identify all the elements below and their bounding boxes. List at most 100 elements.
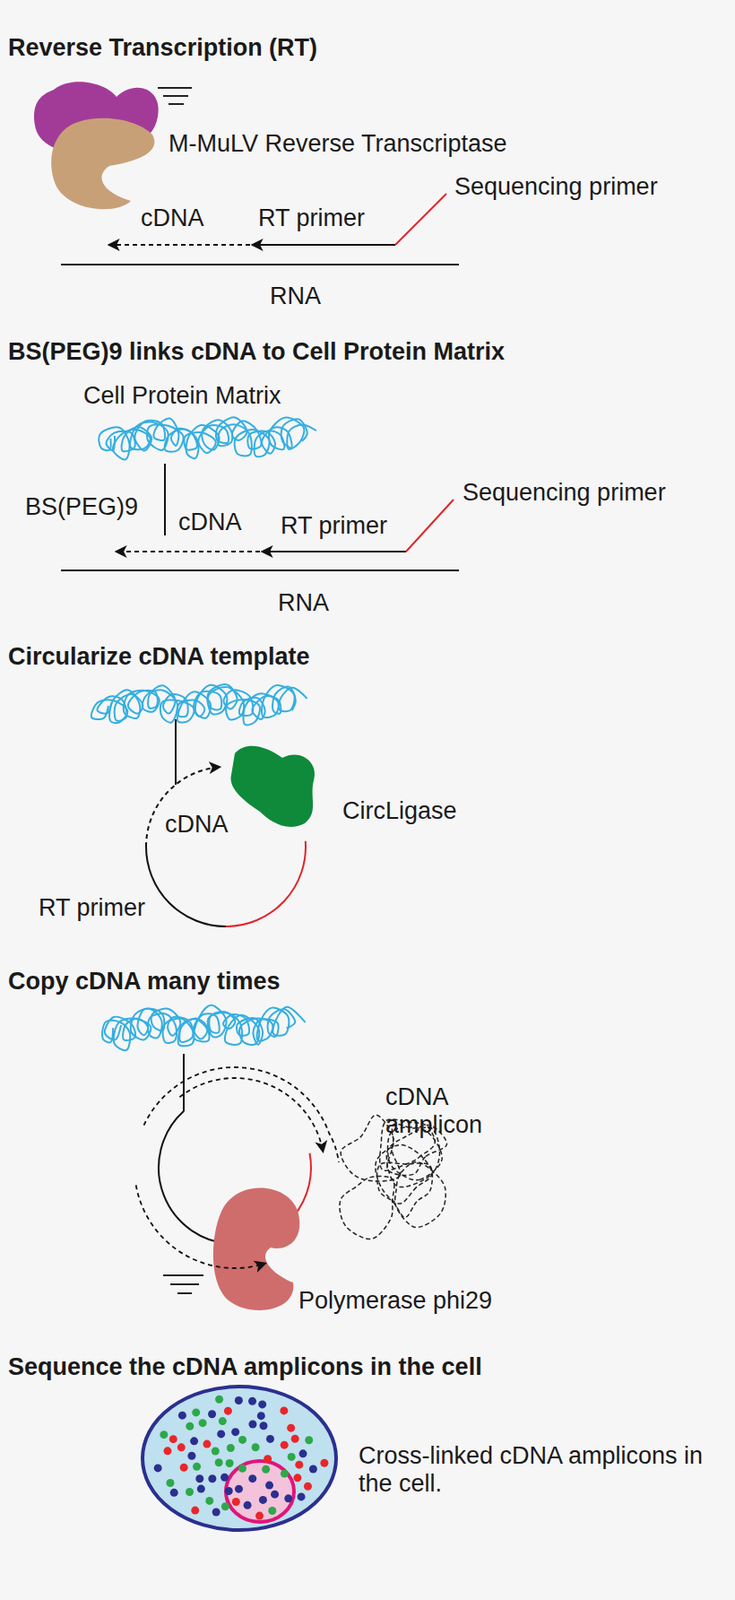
motion-line — [163, 95, 189, 97]
protein-matrix — [96, 683, 295, 721]
amplicon-dot — [197, 1484, 206, 1493]
amplicon-dot — [190, 1435, 199, 1445]
amplicon-dot — [170, 1487, 179, 1496]
amplicon-label: cDNA amplicon — [385, 1082, 520, 1139]
section-heading: Circularize cDNA template — [8, 642, 311, 671]
amplicon-dot — [304, 1435, 313, 1444]
amplicon-dot — [251, 1442, 260, 1451]
amplicon-dot — [238, 1435, 247, 1444]
amplicon-dot — [284, 1493, 293, 1502]
amplicon-dot — [231, 1426, 240, 1436]
rt-primer — [251, 243, 396, 246]
section-heading: BS(PEG)9 links cDNA to Cell Protein Matr… — [8, 337, 505, 366]
amplicon-dot — [211, 1445, 220, 1454]
amplicon-dot — [266, 1434, 275, 1443]
amplicon-dot — [257, 1410, 266, 1419]
motion-line — [163, 1273, 204, 1276]
polymerase-enzyme — [213, 1186, 300, 1309]
amplicon-dot — [224, 1486, 234, 1495]
amplicon-dot — [191, 1407, 200, 1416]
amplicon-dot — [259, 1495, 268, 1504]
cdna-amplicon — [377, 1161, 433, 1217]
amplicon-dot — [238, 1463, 247, 1472]
amplicon-dot — [299, 1448, 308, 1457]
amplicon-dot — [224, 1406, 233, 1415]
amplicon-dot — [207, 1409, 217, 1418]
amplicon-dot — [215, 1457, 224, 1466]
protein-matrix — [98, 417, 317, 460]
amplicon-dot — [280, 1469, 289, 1478]
amplicon-strand — [179, 1077, 323, 1152]
amplicon-dot — [293, 1472, 302, 1481]
amplicon-dot — [270, 1489, 279, 1498]
amplicon-dot — [163, 1445, 172, 1454]
strand-label: RNA — [269, 282, 321, 311]
amplicon-dot — [212, 1507, 221, 1516]
amplicon-dot — [180, 1462, 189, 1471]
rna-strand — [60, 569, 459, 571]
amplicon-dot — [294, 1460, 303, 1469]
amplicon-dot — [279, 1405, 288, 1414]
motion-line — [177, 1291, 192, 1294]
amplicon-dot — [309, 1464, 318, 1473]
sequencing-primer — [395, 193, 447, 245]
amplicon-dot — [205, 1495, 214, 1505]
amplicon-dot — [177, 1442, 186, 1451]
enzyme-label: M-MuLV Reverse Transcriptase — [168, 129, 508, 158]
amplicon-dot — [234, 1484, 243, 1493]
amplicon-dot — [159, 1429, 168, 1438]
primer-label: Sequencing primer — [454, 172, 658, 201]
cell-nucleus — [225, 1460, 294, 1522]
sequencing-primer — [225, 840, 306, 926]
strand-label: cDNA — [164, 810, 229, 839]
rna-strand — [60, 263, 459, 266]
amplicon-dot — [216, 1428, 225, 1437]
amplicon-dot — [234, 1395, 243, 1404]
amplicon-dot — [248, 1418, 257, 1427]
amplicon-dot — [220, 1472, 229, 1481]
rt-primer — [261, 550, 407, 553]
protein-matrix — [102, 1004, 306, 1050]
sequencing-primer — [406, 499, 454, 552]
amplicon-dot — [286, 1423, 295, 1432]
section-heading: Reverse Transcription (RT) — [8, 34, 318, 62]
amplicon-dot — [202, 1439, 211, 1448]
cdna-amplicon — [339, 1175, 395, 1238]
motion-line — [168, 103, 184, 105]
amplicon-dot — [259, 1420, 268, 1429]
amplicon-dot — [303, 1481, 312, 1490]
amplicon-dot — [215, 1394, 224, 1403]
protein-matrix — [105, 416, 307, 453]
amplicon-dot — [232, 1496, 241, 1505]
strand-label: cDNA — [140, 204, 205, 233]
amplicon-dot — [190, 1505, 199, 1514]
amplicon-dot — [218, 1416, 227, 1425]
amplicon-dot — [165, 1478, 174, 1487]
amplicon-dot — [243, 1500, 252, 1509]
amplicon-dot — [154, 1462, 163, 1471]
amplicon-dot — [192, 1461, 201, 1470]
amplicon-dot — [248, 1473, 257, 1482]
enzyme-label: CircLigase — [342, 796, 458, 825]
enzyme-label: Polymerase phi29 — [298, 1286, 493, 1315]
cell-membrane — [142, 1385, 337, 1530]
cdna-amplicon — [395, 1161, 447, 1228]
cdna-amplicon — [375, 1144, 433, 1204]
cdna-strand — [108, 243, 251, 246]
amplicon-dot — [255, 1511, 264, 1520]
amplicon-dot — [185, 1487, 194, 1496]
crosslinker-label: BS(PEG)9 — [25, 492, 139, 521]
section-heading: Sequence the cDNA amplicons in the cell — [8, 1352, 483, 1381]
motion-line — [170, 1282, 199, 1285]
strand-label: RNA — [277, 588, 329, 617]
amplicon-dot — [178, 1410, 187, 1419]
amplicon-dot — [297, 1491, 306, 1500]
amplicon-dot — [226, 1443, 235, 1452]
protein-matrix — [104, 1007, 295, 1044]
amplicon-dot — [261, 1464, 270, 1473]
amplicon-dot — [198, 1418, 208, 1427]
cell-note: Cross-linked cDNA amplicons in the cell. — [358, 1441, 731, 1497]
ligase-enzyme — [231, 745, 316, 827]
enzyme-subunit — [51, 118, 155, 210]
amplicon-dot — [195, 1473, 204, 1482]
